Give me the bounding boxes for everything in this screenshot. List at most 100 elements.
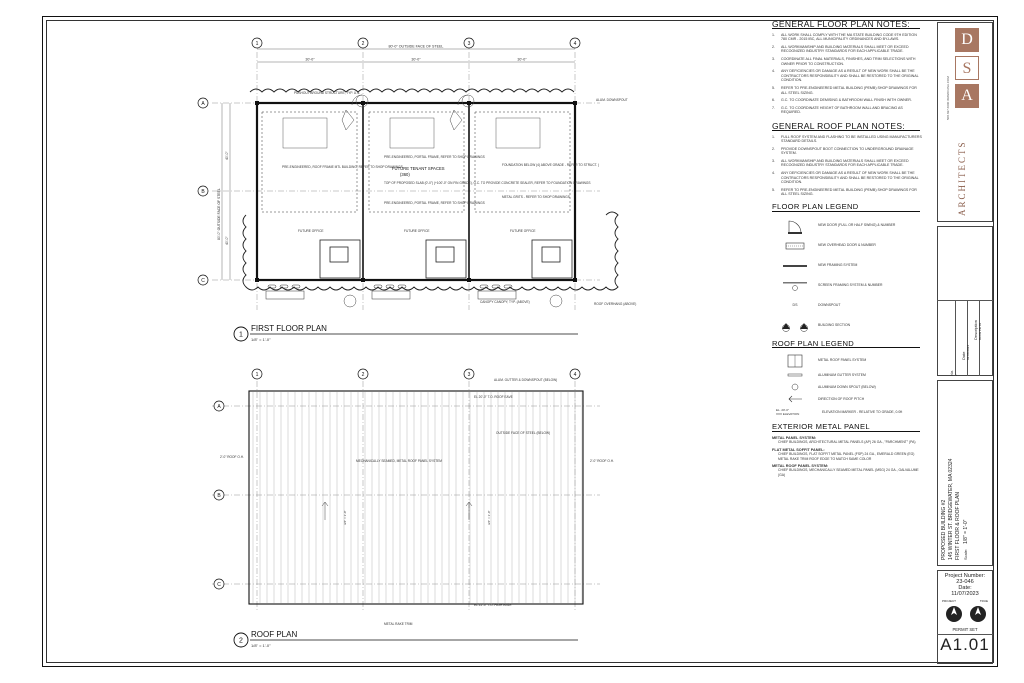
note-number: 3.: [772, 158, 775, 163]
date-label: Date:: [958, 585, 972, 591]
downspout-icon: DS: [792, 303, 798, 308]
roof-pitch-arrow-icon: [788, 396, 802, 403]
panel-line: CHIEF BUILDINGS, MECHANICALLY SEAMED MET…: [778, 468, 919, 477]
legend-item: METAL ROOF PANEL SYSTEM: [772, 352, 922, 369]
general-floor-notes-title: GENERAL FLOOR PLAN NOTES:: [772, 20, 920, 29]
note-number: 4.: [772, 171, 775, 176]
rp-label-gutter: ALUM. GUTTER & DOWNSPOUT (BELOW): [494, 378, 557, 382]
roof-legend-item-1: METAL ROOF PANEL SYSTEM: [818, 358, 867, 363]
roof-legend-list: METAL ROOF PANEL SYSTEM ALUMINUM GUTTER …: [772, 352, 922, 419]
rp-grid-row-a: A: [217, 404, 221, 410]
note-item: 3.COORDINATE ALL FINAL MATERIALS, FINISH…: [772, 57, 922, 66]
note-number: 5.: [772, 85, 775, 90]
panel-heading: METAL PANEL SYSTEM:: [772, 435, 817, 440]
firm-contact: 508.697.6000 WWW.DJSA.COM: [946, 76, 950, 120]
ffp-label-future-tenant: FUTURE TENANT SPACES: [392, 166, 445, 171]
scale-label: Scale:: [963, 548, 968, 560]
revision-row-no: 1: [954, 374, 958, 376]
exterior-panel-list: METAL PANEL SYSTEM:CHIEF BUILDINGS, ARCH…: [772, 436, 922, 477]
rp-label-roof-oh-left: 2'-0" ROOF O.H.: [220, 455, 244, 459]
rp-grid-col-1: 1: [256, 372, 259, 378]
note-item: 1.FULL ROOF SYSTEM AND FLASHING TO BE IN…: [772, 135, 922, 144]
building-outline: [255, 101, 577, 282]
note-item: 2. PROVIDE DOWNSPOUT BOOT CONNECTION TO U…: [772, 147, 922, 156]
revision-row-date: 02.08.2024: [966, 344, 970, 360]
north-labels: PROJECT TRUE: [942, 599, 988, 603]
project-name: PROPOSED BUILDING #2: [941, 499, 947, 560]
elevation-marker-sub: XXX ELEVATION: [776, 412, 800, 417]
ffp-label-top-of-slab: TOP OF PROPOSED SLAB (0'-0") (+100'-0" O…: [384, 181, 591, 185]
floor-legend-item-4: SCREEN FRAMING SYSTEM & NUMBER: [818, 283, 883, 288]
rp-slope-2: 3/4" = 1'-0": [487, 510, 491, 525]
roof-legend-item-5: ELEVATION MARKER - RELATIVE TO GRADE, 0.…: [822, 409, 903, 414]
rp-label-outside-face: OUTSIDE FACE OF STEEL (BELOW): [496, 431, 550, 435]
ffp-label-future-office-2: FUTURE OFFICE: [404, 229, 430, 233]
project-address: 145 WINTER ST. BRIDGEWATER, MA 02324: [948, 458, 954, 560]
north-arrows: [946, 606, 986, 622]
rp-grid-col-2: 2: [362, 372, 365, 378]
note-number: 1.: [772, 32, 775, 37]
floor-legend-title: FLOOR PLAN LEGEND: [772, 203, 920, 212]
sheet-inner-border: [46, 20, 994, 663]
ffp-label-foundation: FOUNDATION BELOW (4) ABOVE GRADE - REFER…: [502, 163, 599, 167]
note-text: ALL WORKMANSHIP AND BUILDING MATERIALS S…: [781, 44, 909, 54]
ffp-grid-col-1: 1: [256, 41, 259, 47]
ffp-scale: 1/8" = 1'-0": [251, 337, 271, 342]
revision-row-description: BLDG PE 01: [978, 322, 982, 340]
firm-logo: D S A: [955, 28, 979, 108]
ffp-label-pre-eng-1: PRE-ENGINEERED, ROOF FRAME MTL BUILDING,…: [282, 165, 403, 169]
sheet-info: Project Number: 23-046 Date: 11/07/2023: [937, 573, 993, 597]
note-item: 5. REFER TO PRE-ENGINEERED METAL BUILDING…: [772, 86, 922, 95]
sheet-number: A1.01: [940, 635, 990, 654]
floor-legend-item-3: NEW FRAMING SYSTEM: [818, 263, 858, 268]
note-item: 7.G.C. TO COORDINATE HEIGHT OF BATHROOM …: [772, 106, 922, 115]
ffp-label-pushout: PUSHOUT AROUND STRUCTURE, TYP. U.N.: [294, 91, 360, 95]
floor-legend-item-5: DOWNSPOUT: [818, 303, 841, 308]
floor-legend-item-2: NEW OVERHEAD DOOR & NUMBER: [818, 243, 876, 248]
roof-plan: 1 2 3 4 A B C ALUM. GUTTER & DOWNSPOUT (…: [212, 368, 614, 648]
roof-outline: [248, 390, 584, 605]
ffp-label-tenant-area: (360): [400, 172, 410, 177]
revision-table: No. Date Description 1 02.08.2024 BLDG P…: [937, 300, 993, 376]
note-text: ALL WORKMANSHIP AND BUILDING MATERIALS S…: [781, 158, 909, 168]
first-floor-plan: 1 2 3 4 A B C 80'-0" OUTSIDE FACE OF STE…: [197, 37, 636, 342]
note-number: 2.: [772, 44, 775, 49]
rp-title: ROOF PLAN: [251, 630, 297, 639]
roof-legend-title: ROOF PLAN LEGEND: [772, 340, 920, 349]
note-number: 7.: [772, 105, 775, 110]
rp-label-roof-oh-right: 2'-0" ROOF O.H.: [590, 459, 614, 463]
roof-legend-item-3: ALUMINUM DOWN SPOUT (BELOW): [818, 384, 876, 389]
project-box: [937, 380, 993, 566]
ffp-side-dim-40: 40'-0": [225, 151, 229, 160]
north-label-true: TRUE: [979, 599, 988, 603]
panel-line: METAL RAKE TRIM ROOF EDGE TO MATCH SAME …: [778, 456, 872, 461]
note-text: PROVIDE DOWNSPOUT BOOT CONNECTION TO UND…: [781, 146, 914, 156]
permit-set: PERMIT SET: [952, 627, 978, 632]
down-spout-icon: [791, 383, 799, 391]
note-number: 1.: [772, 134, 775, 139]
project-number-label: Project Number:: [944, 573, 986, 579]
rp-number: 2: [239, 638, 243, 645]
ffp-label-future-office-1: FUTURE OFFICE: [298, 229, 324, 233]
panel-line: CHIEF BUILDINGS, FLAT SOFFIT METAL PANEL…: [778, 452, 915, 457]
note-item: 6.G.C. TO COORDINATE DEMISING & BATHROOM…: [772, 98, 922, 103]
legend-item: DS DOWNSPOUT: [772, 296, 922, 316]
ffp-grid-row-b: B: [201, 189, 205, 195]
note-text: REFER TO PRE-ENGINEERED METAL BUILDING (…: [781, 85, 917, 95]
ffp-side-dim-a: 40'-0": [225, 236, 229, 245]
date-value: 11/07/2023: [951, 591, 979, 597]
firm-box: [937, 22, 993, 222]
revision-cloud: [242, 88, 619, 291]
firm-letter-s: S: [955, 56, 979, 80]
note-text: COORDINATE ALL FINAL MATERIALS, FINISHES…: [781, 56, 916, 66]
note-text: G.C. TO COORDINATE DEMISING & BATHROOM W…: [781, 98, 912, 103]
rp-label-high-eave: EL 25'-0" T.O. HIGH EAVE: [474, 603, 511, 607]
legend-item: EL. 20'-0" XXX ELEVATION ELEVATION MARKE…: [772, 405, 922, 419]
general-floor-notes-list: 1.ALL WORK SHALL COMPLY WITH THE MA STAT…: [772, 33, 922, 115]
ffp-title: FIRST FLOOR PLAN: [251, 324, 327, 333]
note-number: 2.: [772, 146, 775, 151]
note-number: 5.: [772, 187, 775, 192]
ffp-bay-dim-2: 30'-0": [411, 58, 421, 62]
legend-item: NEW FRAMING SYSTEM: [772, 256, 922, 276]
